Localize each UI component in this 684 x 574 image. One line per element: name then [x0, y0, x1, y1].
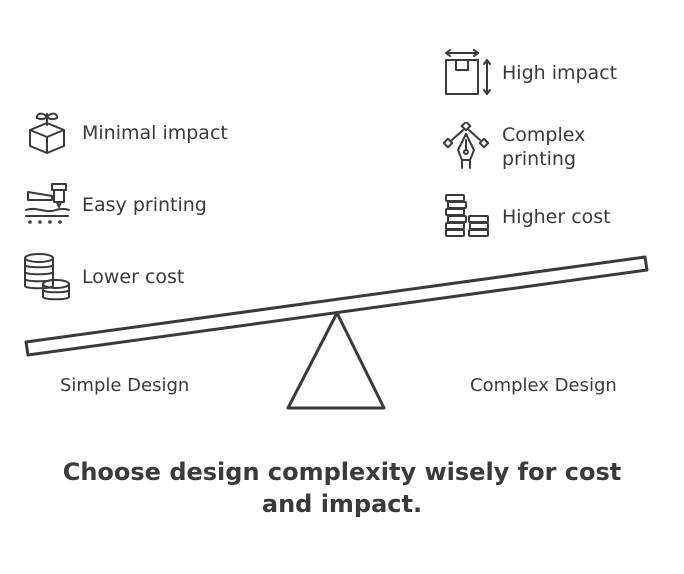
simple-design-label: Simple Design [60, 375, 190, 396]
coin-stacks-icon [445, 194, 489, 237]
complex-design-label: Complex Design [470, 375, 617, 396]
coin-stack-icon [24, 253, 70, 301]
pen-tool-icon [442, 122, 490, 169]
box-dimensions-icon [445, 49, 491, 95]
right-item-higher-cost: Higher cost [442, 192, 611, 242]
right-item-complex-printing: Complex printing [442, 122, 612, 172]
higher-cost-label: Higher cost [502, 206, 611, 228]
right-item-high-impact: High impact [442, 48, 617, 98]
lower-cost-label: Lower cost [82, 266, 185, 288]
high-impact-label: High impact [502, 62, 618, 84]
easy-printing-label: Easy printing [82, 194, 207, 216]
left-item-lower-cost: Lower cost [22, 252, 184, 302]
minimal-impact-label: Minimal impact [82, 122, 228, 144]
printer-head-icon [25, 183, 70, 224]
seesaw-beam [24, 255, 649, 357]
sprouting-box-icon [29, 112, 65, 154]
caption: Choose design complexity wisely for cost… [62, 458, 622, 518]
left-item-minimal-impact: Minimal impact [22, 108, 228, 158]
left-item-easy-printing: Easy printing [22, 180, 207, 230]
complex-printing-label: Complex printing [502, 124, 586, 170]
seesaw-fulcrum [286, 311, 386, 410]
